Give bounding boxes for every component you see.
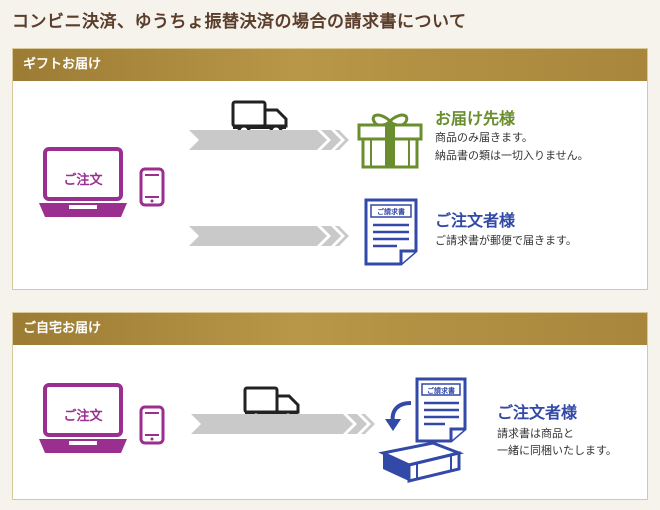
laptop-screen-label: ご注文 [63,173,103,188]
invoice-doc-label: ご請求書 [377,208,405,216]
page-title: コンビニ決済、ゆうちょ振替決済の場合の請求書について [12,12,467,32]
gift-box-icon [355,109,425,175]
gift-delivery-header: ギフトお届け [13,49,647,81]
gift-orderer-note: ご請求書が郵便で届きます。 [435,234,577,247]
smartphone-icon [139,167,165,211]
home-delivery-panel: ご自宅お届け ご注文 [12,312,648,500]
arrow-to-recipient-icon [189,127,349,157]
smartphone-icon [139,405,165,449]
invoice-doc-label: ご請求書 [427,387,455,395]
recipient-title: お届け先様 [435,109,516,128]
home-delivery-header: ご自宅お届け [13,313,647,345]
home-orderer-note-2: 一緒に同梱いたします。 [497,444,617,457]
invoice-document-icon [363,197,419,271]
laptop-icon [35,145,131,225]
invoice-into-package-icon [377,373,487,487]
recipient-note-2: 納品書の類は一切入りません。 [435,149,589,162]
recipient-note-1: 商品のみ届きます。 [435,131,533,144]
gift-orderer-title: ご注文者様 [435,211,516,230]
home-orderer-title: ご注文者様 [497,403,578,422]
arrow-to-orderer-icon [191,411,375,441]
arrow-to-orderer-icon [189,223,349,253]
laptop-icon [35,381,131,461]
home-orderer-note-1: 請求書は商品と [497,427,574,440]
laptop-screen-label: ご注文 [63,409,103,424]
gift-delivery-panel: ギフトお届け ご注文 [12,48,648,290]
